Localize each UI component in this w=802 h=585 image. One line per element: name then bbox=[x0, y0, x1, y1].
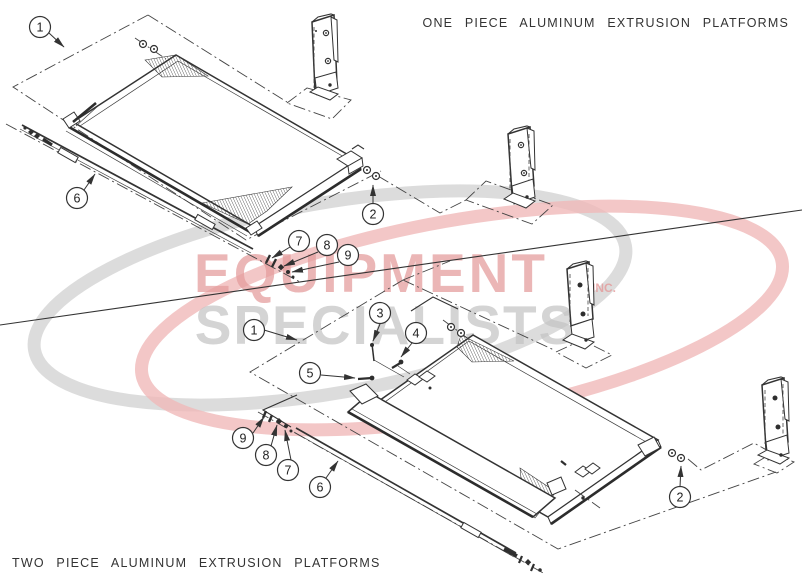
mounting-bracket bbox=[756, 376, 791, 465]
bracket-base-plate bbox=[502, 192, 537, 209]
front-rail bbox=[62, 111, 263, 237]
watermark-text-inc: INC. bbox=[592, 281, 616, 295]
bracket-base-plate bbox=[561, 333, 596, 350]
two-piece-assembly: 1 3 4 5 9 8 7 6 bbox=[231, 260, 795, 575]
corner-curb bbox=[72, 101, 99, 127]
hinge-block bbox=[336, 144, 365, 175]
rod-end-screws bbox=[23, 126, 53, 147]
bracket-base-outline bbox=[465, 180, 554, 225]
svg-text:1: 1 bbox=[37, 21, 44, 35]
platform-deck bbox=[62, 37, 381, 238]
svg-text:9: 9 bbox=[240, 432, 247, 446]
mounting-bolts-right bbox=[667, 448, 686, 463]
phantom-outline bbox=[12, 14, 554, 241]
mounting-bracket bbox=[308, 13, 340, 101]
tie-rod bbox=[5, 123, 301, 283]
leader-lines bbox=[48, 32, 376, 273]
tread-hatch-top bbox=[456, 334, 515, 363]
callout-8: 8 bbox=[315, 233, 339, 257]
section-divider-line bbox=[0, 209, 802, 326]
tread-hatch-top bbox=[144, 54, 209, 78]
end-cap bbox=[546, 476, 567, 496]
svg-text:3: 3 bbox=[377, 307, 384, 321]
svg-text:1: 1 bbox=[251, 324, 258, 338]
phantom-outline bbox=[249, 260, 795, 550]
svg-text:6: 6 bbox=[74, 192, 81, 206]
two-piece-title: TWO PIECE ALUMINUM EXTRUSION PLATFORMS bbox=[12, 556, 381, 570]
callout-4: 4 bbox=[404, 321, 428, 345]
callout-6: 6 bbox=[65, 186, 89, 210]
leader-lines bbox=[252, 323, 684, 488]
tread-hatch-bottom bbox=[200, 186, 293, 225]
hinge-clips bbox=[406, 370, 601, 509]
svg-text:5: 5 bbox=[307, 367, 314, 381]
svg-text:9: 9 bbox=[345, 249, 352, 263]
hinge-hardware bbox=[357, 343, 411, 381]
svg-text:7: 7 bbox=[285, 464, 292, 478]
callout-2: 2 bbox=[668, 485, 692, 509]
svg-text:4: 4 bbox=[413, 327, 420, 341]
callout-6: 6 bbox=[308, 475, 332, 499]
svg-text:8: 8 bbox=[263, 449, 270, 463]
mounting-bracket bbox=[502, 125, 537, 209]
svg-text:2: 2 bbox=[370, 208, 377, 222]
watermark-gray-swoosh bbox=[27, 184, 633, 412]
rod-end-screws bbox=[503, 547, 542, 572]
hinge-block bbox=[637, 436, 661, 457]
svg-text:7: 7 bbox=[296, 235, 303, 249]
fastener-cluster bbox=[264, 254, 295, 279]
platform-deck-front bbox=[346, 370, 601, 519]
callout-7: 7 bbox=[287, 229, 311, 253]
callout-1: 1 bbox=[28, 15, 52, 39]
callout-9: 9 bbox=[231, 426, 255, 450]
mounting-bolts-top bbox=[442, 319, 471, 341]
mounting-bolts-top bbox=[134, 37, 167, 60]
callout-3: 3 bbox=[368, 301, 392, 325]
bracket-base-plate bbox=[756, 449, 791, 465]
one-piece-assembly: 1 2 6 7 8 9 bbox=[5, 13, 554, 283]
bracket-base-outline bbox=[286, 87, 352, 120]
svg-text:6: 6 bbox=[317, 481, 324, 495]
mounting-bolts-right bbox=[362, 165, 381, 181]
watermark-text-equipment: EQUIPMENT bbox=[194, 242, 548, 304]
callout-1: 1 bbox=[242, 318, 266, 342]
svg-text:8: 8 bbox=[324, 239, 331, 253]
bracket-base-outline bbox=[752, 452, 795, 474]
callout-5: 5 bbox=[298, 361, 322, 385]
svg-text:2: 2 bbox=[677, 491, 684, 505]
callout-8: 8 bbox=[254, 443, 278, 467]
tie-rod bbox=[257, 411, 546, 575]
callout-2: 2 bbox=[361, 202, 385, 226]
callout-7: 7 bbox=[276, 458, 300, 482]
mounting-bracket bbox=[561, 260, 596, 350]
callout-9: 9 bbox=[336, 243, 360, 267]
end-cap bbox=[349, 383, 379, 405]
one-piece-title: ONE PIECE ALUMINUM EXTRUSION PLATFORMS bbox=[423, 16, 789, 30]
bracket-base-plate bbox=[308, 86, 340, 101]
